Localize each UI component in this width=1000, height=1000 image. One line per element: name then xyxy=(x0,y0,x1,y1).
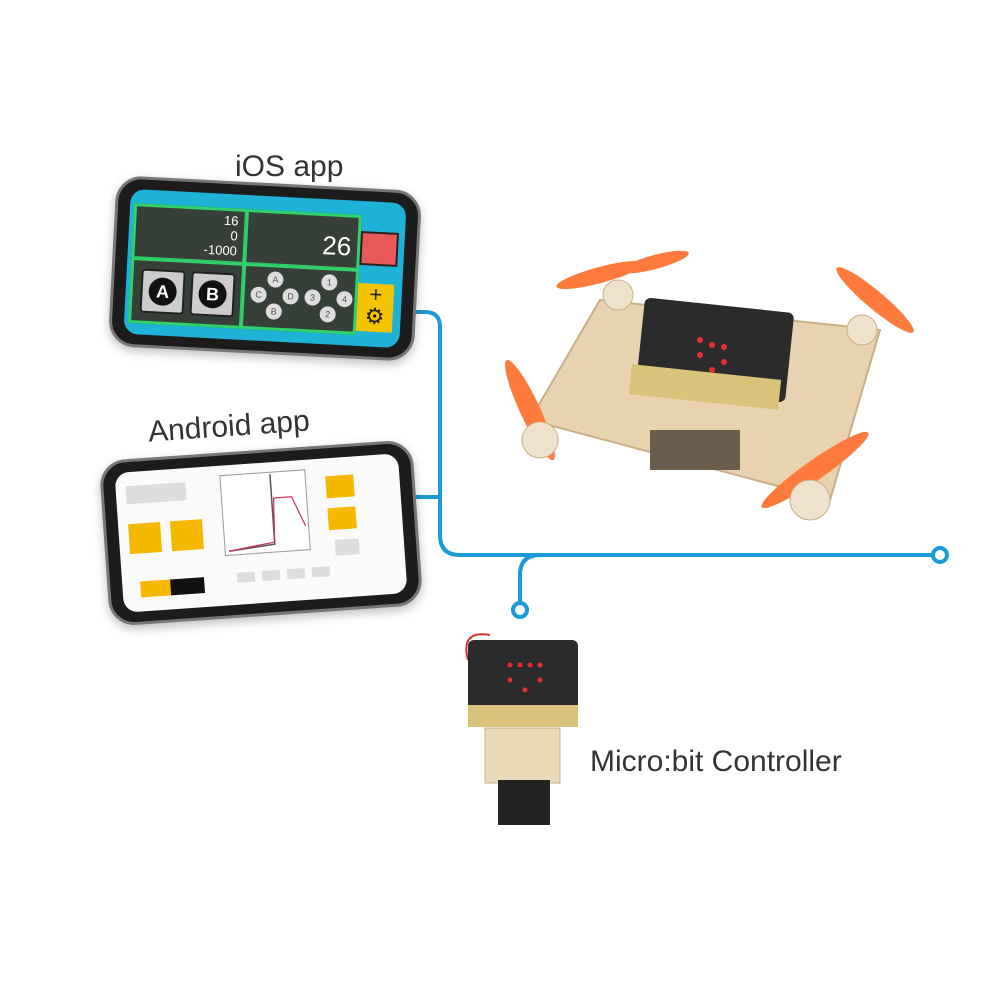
option-button-2[interactable] xyxy=(261,569,281,582)
value-3: -1000 xyxy=(203,241,238,259)
option-button-4[interactable] xyxy=(311,566,331,578)
yellow-button-1[interactable] xyxy=(128,522,163,555)
ios-app-screen: 16 0 -1000 26 A B A C D B 1 3 4 2 + ⚙ xyxy=(123,188,407,349)
dpad-d[interactable]: D xyxy=(282,287,299,305)
ab-buttons-tile: A B xyxy=(127,256,246,329)
option-button-1[interactable] xyxy=(236,571,256,583)
value-1: 16 xyxy=(223,212,239,229)
dpad-a[interactable]: A xyxy=(267,271,284,288)
yellow-button-2[interactable] xyxy=(169,519,204,552)
dpad-1[interactable]: 1 xyxy=(320,273,338,291)
android-phone xyxy=(98,439,424,627)
button-b[interactable]: B xyxy=(189,271,236,318)
value-2: 0 xyxy=(230,228,239,244)
android-app-screen xyxy=(114,453,408,613)
endpoint-right xyxy=(931,546,949,564)
connector-ios xyxy=(405,310,935,557)
values-tile: 16 0 -1000 xyxy=(131,203,249,265)
temperature-tile: 26 xyxy=(243,208,362,271)
button-a[interactable]: A xyxy=(139,268,186,315)
dpad-3[interactable]: 3 xyxy=(304,289,321,306)
connector-controller xyxy=(518,553,541,602)
side-panel: + ⚙ xyxy=(355,282,395,333)
ios-app-label: iOS app xyxy=(235,150,344,183)
dpad-4[interactable]: 4 xyxy=(336,290,353,308)
controller-label: Micro:bit Controller xyxy=(590,745,842,778)
battery-bar-empty xyxy=(170,577,206,596)
dpad-tile: A C D B 1 3 4 2 xyxy=(239,262,360,335)
telemetry-graph xyxy=(219,469,311,557)
dpad-c[interactable]: C xyxy=(250,286,268,304)
dpad-2[interactable]: 2 xyxy=(319,305,337,323)
stop-button[interactable] xyxy=(334,538,360,556)
gear-icon[interactable]: ⚙ xyxy=(364,303,386,330)
temperature-value: 26 xyxy=(321,229,353,262)
throttle-down-button[interactable] xyxy=(327,506,357,531)
battery-bar xyxy=(140,579,172,598)
endpoint-controller xyxy=(511,601,529,619)
record-button[interactable] xyxy=(359,230,400,267)
throttle-up-button[interactable] xyxy=(325,474,355,499)
ios-phone: 16 0 -1000 26 A B A C D B 1 3 4 2 + ⚙ xyxy=(107,175,423,362)
dpad-b[interactable]: B xyxy=(265,303,283,320)
connect-button[interactable] xyxy=(125,482,187,505)
option-button-3[interactable] xyxy=(286,568,306,580)
